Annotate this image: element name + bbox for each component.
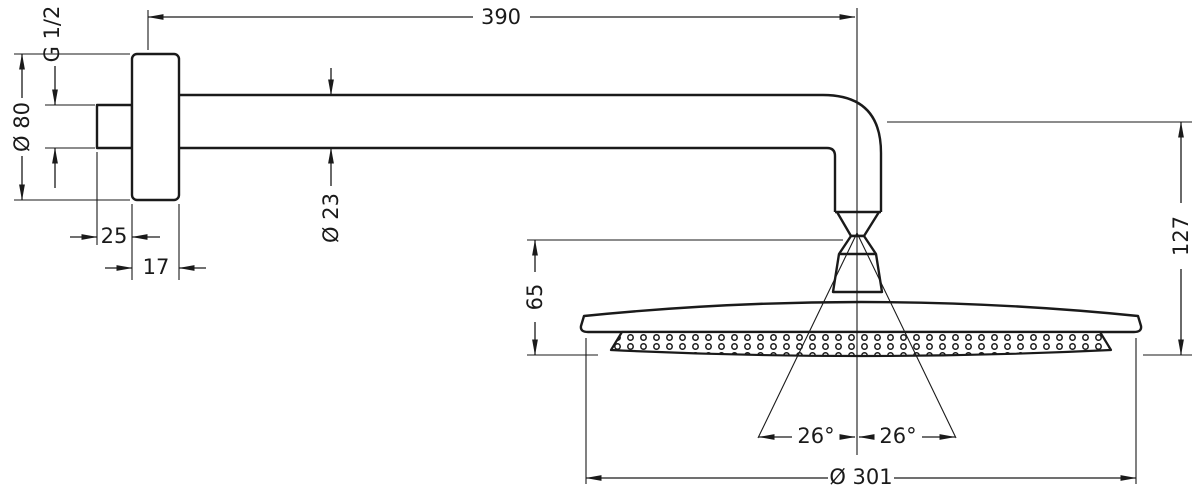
dim-head-depth-label: 65 bbox=[523, 284, 547, 311]
dim-thread-label: G 1/2 bbox=[40, 6, 64, 63]
spray-angle-line-right bbox=[856, 232, 957, 439]
wall-flange bbox=[130, 52, 181, 202]
dimension-flange-diameter: Ø 80 bbox=[10, 53, 130, 201]
dim-stub-length-label: 25 bbox=[101, 224, 128, 248]
dim-flange-diameter-label: Ø 80 bbox=[10, 102, 34, 152]
dimension-arm-length: 390 bbox=[147, 5, 856, 50]
dimension-arm-diameter: Ø 23 bbox=[319, 68, 343, 243]
thread-stub bbox=[95, 103, 134, 150]
dim-head-diameter-label: Ø 301 bbox=[829, 465, 892, 489]
dim-install-height-label: 127 bbox=[1169, 216, 1193, 256]
spray-face bbox=[609, 330, 1113, 358]
dimension-head-diameter: Ø 301 bbox=[585, 338, 1137, 489]
dimension-install-height: 127 bbox=[887, 121, 1193, 356]
dim-spray-angle-right-label: 26° bbox=[879, 424, 916, 448]
arm-inner-edge bbox=[179, 146, 837, 212]
dimension-stub-length: 25 bbox=[70, 152, 160, 280]
dimension-thread: G 1/2 bbox=[40, 6, 95, 188]
dim-flange-depth-label: 17 bbox=[143, 255, 170, 279]
shower-head-body bbox=[579, 300, 1143, 334]
dim-arm-length-label: 390 bbox=[481, 5, 521, 29]
spray-angle-line-left bbox=[757, 232, 858, 439]
dimension-flange-depth: 17 bbox=[105, 204, 206, 280]
dim-arm-diameter-label: Ø 23 bbox=[319, 193, 343, 243]
shower-head bbox=[579, 300, 1143, 358]
dim-spray-angle-left-label: 26° bbox=[797, 424, 834, 448]
shower-fixture bbox=[95, 52, 1143, 358]
joint-cone bbox=[835, 211, 881, 238]
dimension-spray-angle: 26° 26° bbox=[757, 232, 957, 448]
arm-outer-edge bbox=[179, 93, 883, 212]
shower-arm bbox=[179, 93, 883, 214]
dimension-head-depth: 65 bbox=[523, 239, 843, 356]
wall-connection bbox=[95, 52, 181, 202]
